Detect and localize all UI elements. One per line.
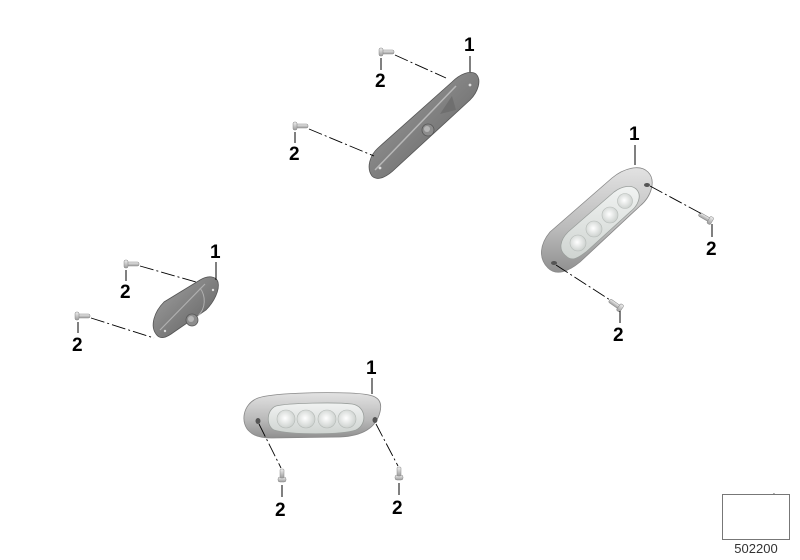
screw-icon	[698, 212, 714, 225]
assembly-top-center	[292, 47, 480, 179]
callout-screw-2: 2	[613, 325, 624, 346]
callout-part-1: 1	[210, 242, 221, 263]
screw-icon	[74, 311, 91, 321]
led-cluster	[569, 193, 633, 252]
screw-icon	[292, 121, 309, 131]
screw-icon	[277, 468, 287, 483]
callout-screw-2: 2	[375, 71, 386, 92]
callout-screw-2: 2	[706, 239, 717, 260]
assembly-bottom	[243, 378, 404, 497]
led-cluster	[276, 409, 357, 429]
screw-icon	[123, 259, 140, 269]
screw-icon	[608, 299, 624, 312]
callout-screw-2: 2	[275, 500, 286, 521]
callout-screw-2: 2	[72, 335, 83, 356]
lamp-lens	[267, 402, 365, 435]
callout-screw-2: 2	[392, 498, 403, 519]
screw-icon	[378, 47, 395, 57]
callout-screw-2: 2	[120, 282, 131, 303]
assembly-right	[541, 145, 714, 323]
callout-part-1: 1	[629, 124, 640, 145]
assembly-left	[74, 259, 219, 339]
callout-part-1: 1	[464, 35, 475, 56]
callout-part-1: 1	[366, 358, 377, 379]
lamp-housing-rear	[152, 276, 219, 338]
reference-icon-box	[722, 494, 790, 540]
diagram-reference-number: 502200	[734, 541, 778, 556]
screw-icon	[394, 466, 404, 481]
callout-screw-2: 2	[289, 144, 300, 165]
